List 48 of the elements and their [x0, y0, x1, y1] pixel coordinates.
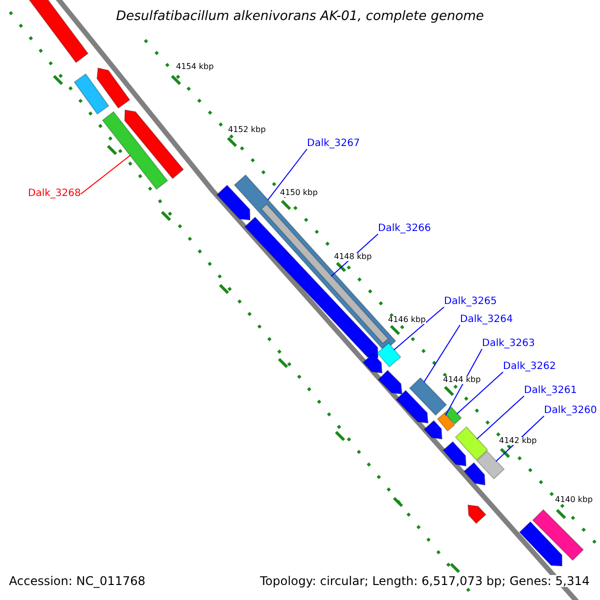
gene-name: Dalk_3263: [482, 339, 535, 349]
gene-name: Dalk_3268: [28, 189, 81, 199]
gene-block: [532, 509, 584, 561]
gene-block: [436, 412, 456, 432]
gene-name: Dalk_3261: [524, 386, 577, 396]
gene-block: [124, 109, 184, 180]
gene-block: [442, 441, 467, 467]
gene-name: Dalk_3262: [503, 362, 556, 372]
position-label: 4148 kbp: [334, 253, 372, 261]
position-label: 4142 kbp: [499, 437, 537, 445]
gene-name: Dalk_3266: [378, 224, 431, 234]
gene-name: Dalk_3267: [307, 139, 360, 149]
leader-line: [456, 372, 504, 414]
gene-name: Dalk_3265: [444, 297, 497, 307]
gene-block: [454, 426, 488, 461]
gene-block: [74, 73, 110, 115]
gene-block: [518, 521, 562, 567]
leader-line: [476, 396, 524, 440]
gene-block: [244, 216, 379, 359]
genome-title: Desulfatibacillum alkenivorans AK-01, complete genome: [115, 10, 485, 23]
gene-block: [216, 184, 251, 221]
position-label: 4152 kbp: [228, 126, 266, 134]
gene-block: [476, 450, 505, 480]
gene-block: [378, 370, 403, 395]
gene-name: Dalk_3260: [544, 406, 597, 416]
leader-line: [393, 306, 444, 350]
gene-block: [396, 390, 429, 424]
gene-block: [362, 352, 383, 374]
gene-name: Dalk_3264: [460, 315, 513, 325]
position-label: 4140 kbp: [555, 496, 593, 504]
gene-block: [467, 504, 486, 524]
position-label: 4144 kbp: [443, 376, 481, 384]
position-label: 4154 kbp: [176, 63, 214, 71]
gene-block: [444, 406, 462, 425]
gene-block: [28, 0, 89, 64]
genome-info-text: Accession: NC_011768: [9, 575, 146, 587]
genome-info-text: Topology: circular; Length: 6,517,073 bp; Genes: 5,314: [260, 575, 590, 587]
gene-block: [376, 342, 402, 368]
leader-line: [445, 348, 482, 416]
leader-line: [423, 324, 460, 383]
leader-line: [267, 148, 308, 201]
gene-block: [463, 462, 486, 486]
gene-block: [102, 111, 168, 190]
leader-line: [80, 154, 131, 194]
gene-block: [96, 67, 130, 109]
position-label: 4146 kbp: [388, 316, 426, 324]
gene-block: [424, 420, 443, 440]
position-label: 4150 kbp: [280, 189, 318, 197]
